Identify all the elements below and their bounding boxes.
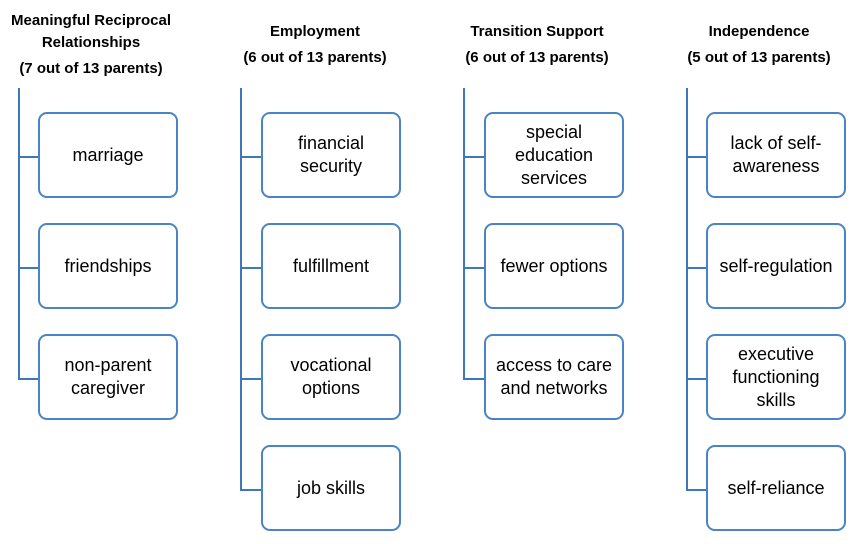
node-label: self-reliance: [727, 477, 825, 498]
node-label: executive functioning skills: [732, 343, 820, 410]
column-header-employment: Employment (6 out of 13 parents): [230, 21, 400, 69]
node-label: fulfillment: [292, 255, 370, 276]
column-header-independence: Independence (5 out of 13 parents): [674, 21, 844, 69]
node-label: friendships: [64, 255, 152, 276]
node-label: job skills: [296, 477, 366, 498]
connector-trunk: [18, 88, 20, 380]
connector-branch: [686, 267, 706, 269]
node-self-reliance: self-reliance: [706, 445, 846, 531]
node-label: marriage: [72, 144, 144, 165]
node-job-skills: job skills: [261, 445, 401, 531]
header-line: (6 out of 13 parents): [465, 49, 609, 66]
node-access-to-care-and-networks: access to care and networks: [484, 334, 624, 420]
connector-trunk: [686, 88, 688, 491]
node-vocational-options: vocational options: [261, 334, 401, 420]
node-label: fewer options: [500, 255, 608, 276]
connector-trunk: [463, 88, 465, 380]
connector-branch: [686, 378, 706, 380]
connector-branch: [18, 156, 38, 158]
node-friendships: friendships: [38, 223, 178, 309]
connector-branch: [463, 378, 484, 380]
connector-branch: [463, 156, 484, 158]
node-label: self-regulation: [719, 255, 833, 276]
node-label: special education services: [514, 121, 594, 188]
node-label: lack of self- awareness: [730, 133, 822, 176]
header-line: Relationships: [41, 34, 141, 51]
node-financial-security: financial security: [261, 112, 401, 198]
node-executive-functioning-skills: executive functioning skills: [706, 334, 846, 420]
connector-branch: [240, 267, 261, 269]
node-fewer-options: fewer options: [484, 223, 624, 309]
header-line: Meaningful Reciprocal: [10, 12, 172, 29]
connector-branch: [240, 378, 261, 380]
connector-branch: [240, 156, 261, 158]
connector-branch: [18, 378, 38, 380]
connector-branch: [240, 489, 261, 491]
node-label: financial security: [297, 133, 365, 176]
header-line: Transition Support: [470, 23, 604, 40]
column-header-transition-support: Transition Support (6 out of 13 parents): [452, 21, 622, 69]
node-fulfillment: fulfillment: [261, 223, 401, 309]
column-header-relationships: Meaningful Reciprocal Relationships (7 o…: [2, 10, 180, 80]
connector-branch: [463, 267, 484, 269]
header-line: (6 out of 13 parents): [243, 49, 387, 66]
node-marriage: marriage: [38, 112, 178, 198]
connector-branch: [686, 489, 706, 491]
connector-branch: [18, 267, 38, 269]
header-line: (7 out of 13 parents): [19, 60, 163, 77]
node-lack-of-self-awareness: lack of self- awareness: [706, 112, 846, 198]
node-label: non-parent caregiver: [64, 355, 152, 398]
connector-trunk: [240, 88, 242, 491]
header-line: Independence: [708, 23, 810, 40]
node-label: access to care and networks: [495, 355, 613, 398]
connector-branch: [686, 156, 706, 158]
node-label: vocational options: [290, 355, 372, 398]
node-non-parent-caregiver: non-parent caregiver: [38, 334, 178, 420]
node-self-regulation: self-regulation: [706, 223, 846, 309]
header-line: Employment: [269, 23, 360, 40]
header-line: (5 out of 13 parents): [687, 49, 831, 66]
node-special-education-services: special education services: [484, 112, 624, 198]
